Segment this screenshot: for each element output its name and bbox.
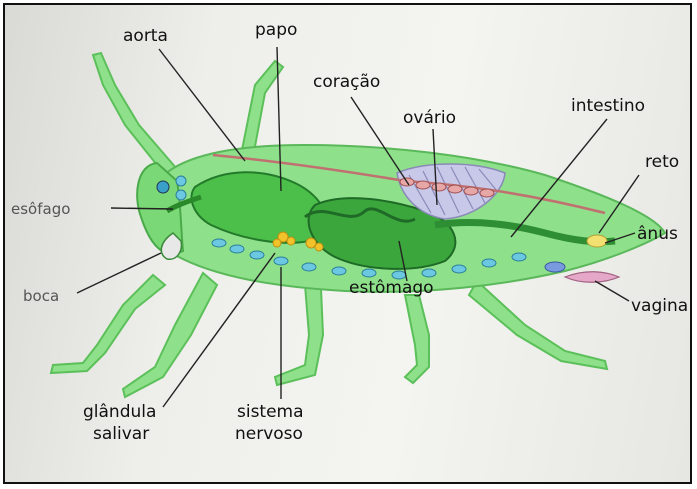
grasshopper-diagram: aorta papo coração ovário intestino reto… (5, 5, 692, 484)
eye (157, 181, 169, 193)
diagram-frame: aorta papo coração ovário intestino reto… (3, 3, 692, 484)
label-papo: papo (255, 20, 297, 40)
label-glandula-line2: salivar (93, 424, 149, 444)
label-coracao: coração (313, 72, 380, 92)
label-reto: reto (645, 152, 679, 172)
rectum-organ (587, 235, 607, 247)
vagina-organ (565, 272, 619, 283)
label-estomago: estômago (349, 278, 434, 298)
label-sistema-line2: nervoso (235, 424, 303, 444)
label-glandula-line1: glândula (83, 402, 156, 422)
label-sistema-line1: sistema (237, 402, 304, 422)
label-vagina: vagina (631, 296, 688, 316)
label-aorta: aorta (123, 26, 168, 46)
label-boca: boca (23, 287, 59, 305)
label-esofago: esôfago (11, 200, 70, 218)
label-anus: ânus (637, 224, 678, 244)
ovipositor (545, 262, 565, 272)
label-ovario: ovário (403, 108, 456, 128)
label-intestino: intestino (571, 96, 645, 116)
